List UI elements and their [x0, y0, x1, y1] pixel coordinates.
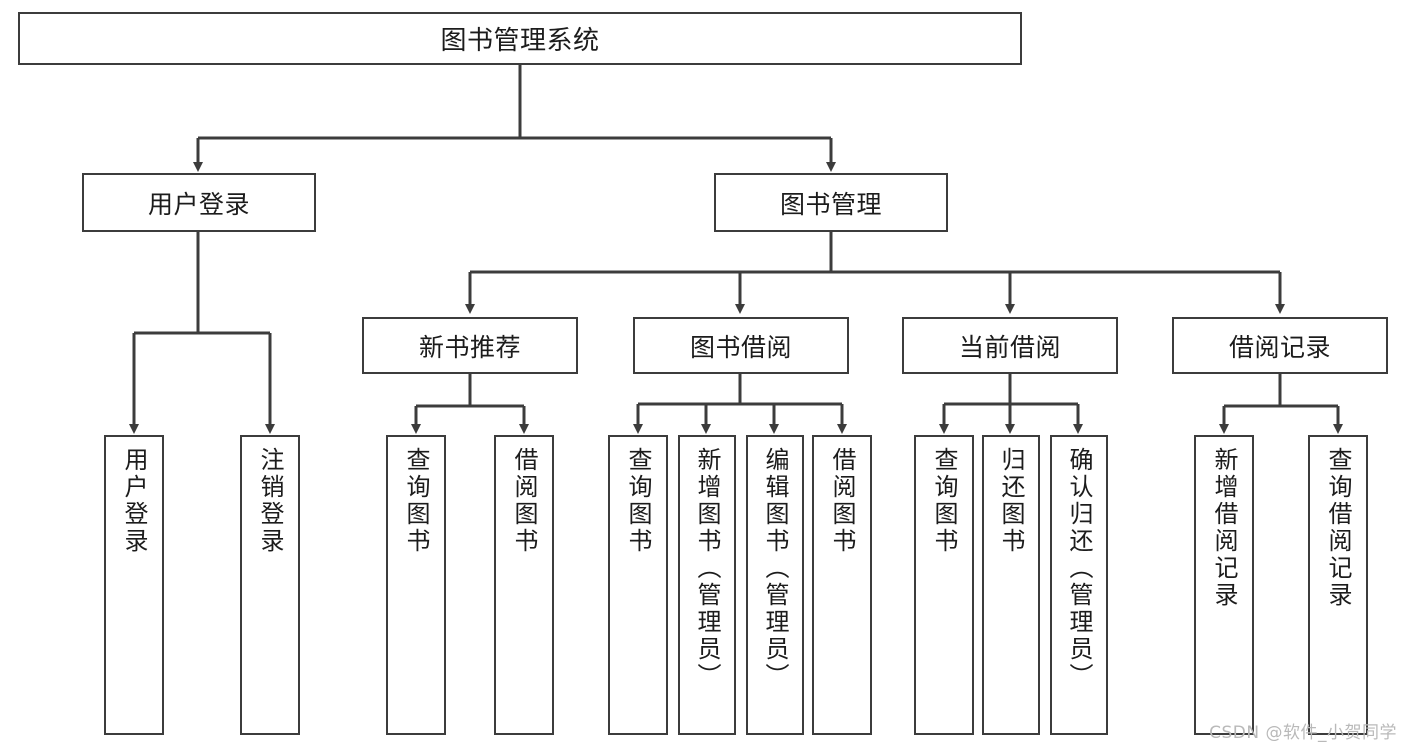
node-label: 借阅图书 [828, 447, 856, 555]
node-user-login[interactable]: 用户登录 [82, 173, 316, 232]
node-label: 图书管理 [779, 189, 882, 219]
leaf-query-borrow-record[interactable]: 查询借阅记录 [1308, 435, 1368, 735]
node-label: 新增图书（管理员） [693, 447, 721, 690]
node-label: 查询借阅记录 [1324, 447, 1352, 609]
leaf-confirm-return-admin[interactable]: 确认归还（管理员） [1050, 435, 1108, 735]
node-label: 新书推荐 [418, 332, 521, 362]
node-label: 归还图书 [997, 447, 1025, 555]
node-label: 查询图书 [624, 447, 652, 555]
node-new-book-recommendation[interactable]: 新书推荐 [362, 317, 578, 374]
leaf-edit-book-admin[interactable]: 编辑图书（管理员） [746, 435, 804, 735]
leaf-logout[interactable]: 注销登录 [240, 435, 300, 735]
node-label: 用户登录 [147, 189, 250, 219]
leaf-borrow-books[interactable]: 借阅图书 [812, 435, 872, 735]
leaf-add-borrow-record[interactable]: 新增借阅记录 [1194, 435, 1254, 735]
node-label: 用户登录 [120, 447, 148, 555]
leaf-query-books-borrowing[interactable]: 查询图书 [608, 435, 668, 735]
leaf-add-book-admin[interactable]: 新增图书（管理员） [678, 435, 736, 735]
node-label: 查询图书 [402, 447, 430, 555]
node-label: 编辑图书（管理员） [761, 447, 789, 690]
leaf-borrow-books-recommendation[interactable]: 借阅图书 [494, 435, 554, 735]
leaf-return-books[interactable]: 归还图书 [982, 435, 1040, 735]
leaf-query-books-recommendation[interactable]: 查询图书 [386, 435, 446, 735]
node-book-management[interactable]: 图书管理 [714, 173, 948, 232]
node-label: 新增借阅记录 [1210, 447, 1238, 609]
node-borrowing-records[interactable]: 借阅记录 [1172, 317, 1388, 374]
node-book-borrowing[interactable]: 图书借阅 [633, 317, 849, 374]
node-label: 借阅图书 [510, 447, 538, 555]
node-root-book-management-system[interactable]: 图书管理系统 [18, 12, 1022, 65]
node-label: 图书借阅 [689, 332, 792, 362]
leaf-query-books-current[interactable]: 查询图书 [914, 435, 974, 735]
node-label: 图书管理系统 [440, 26, 600, 56]
leaf-user-login[interactable]: 用户登录 [104, 435, 164, 735]
node-label: 查询图书 [930, 447, 958, 555]
node-label: 当前借阅 [958, 332, 1061, 362]
node-label: 借阅记录 [1228, 332, 1331, 362]
node-label: 确认归还（管理员） [1065, 447, 1093, 690]
node-label: 注销登录 [256, 447, 284, 555]
node-current-borrowing[interactable]: 当前借阅 [902, 317, 1118, 374]
watermark: CSDN @软件_小贺同学 [1209, 723, 1397, 743]
